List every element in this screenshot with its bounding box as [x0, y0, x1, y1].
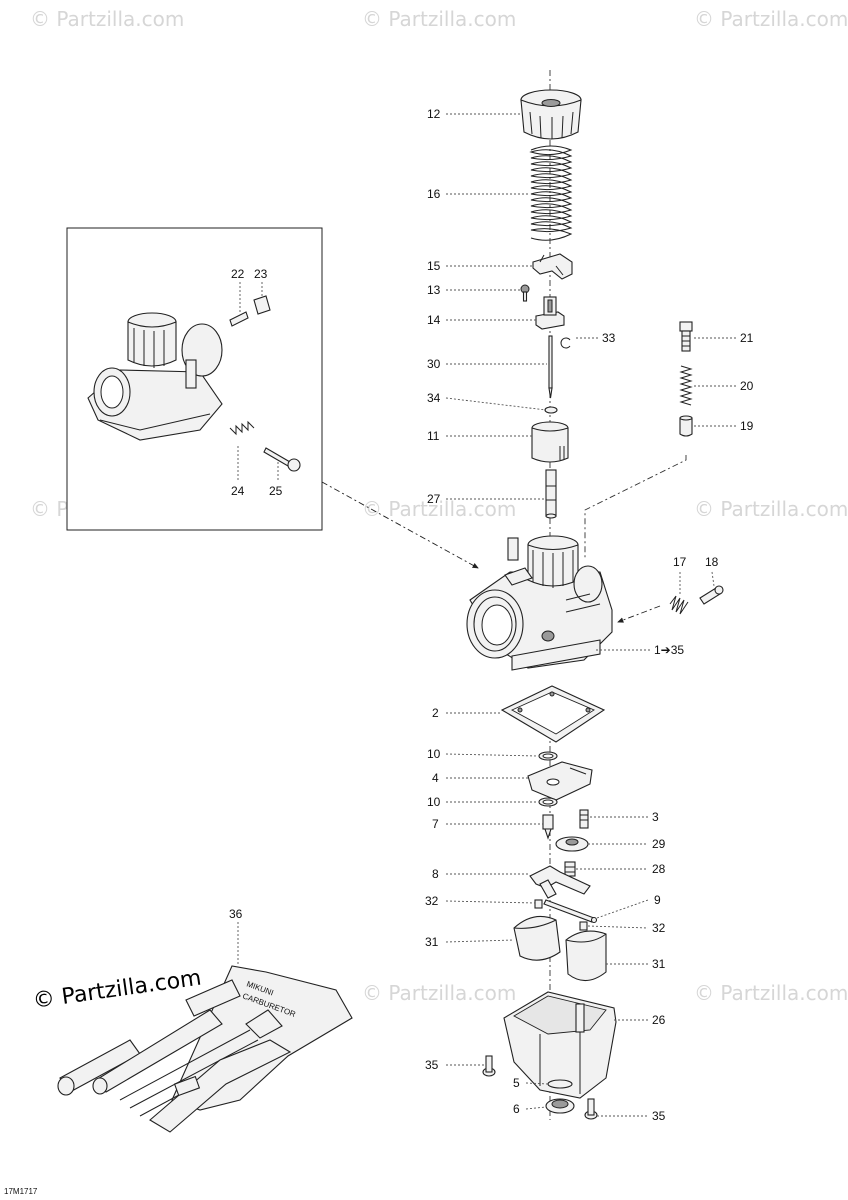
gasket-part [500, 685, 606, 743]
callout-35: 35 [652, 1109, 666, 1123]
callout-2: 2 [432, 706, 439, 720]
callout-20: 20 [740, 379, 754, 393]
plate-part [532, 253, 573, 280]
o-ring-hole [542, 753, 554, 759]
main-jet-part [564, 861, 576, 877]
spring-part [529, 145, 573, 241]
callout-25: 25 [269, 484, 283, 498]
bowl-screw-part [584, 1098, 598, 1120]
callout-15: 15 [427, 259, 441, 273]
callout-1-35: 1➔35 [654, 643, 684, 657]
screw-pointer-arrow [617, 605, 661, 623]
callout-29: 29 [652, 837, 666, 851]
watermark-text: © Partzilla.com [362, 497, 516, 521]
jet-holder-part [555, 836, 589, 852]
callout-12: 12 [427, 107, 441, 121]
pilot-spring-part [679, 365, 693, 406]
needle-jet-part [545, 469, 557, 519]
pilot-air-screw-part [679, 321, 693, 352]
callout-10: 10 [427, 747, 441, 761]
callout-10: 10 [427, 795, 441, 809]
washer-part [544, 406, 558, 414]
callout-26: 26 [652, 1013, 666, 1027]
pilot-jet-part [579, 809, 589, 829]
callout-16: 16 [427, 187, 441, 201]
float-pin-part [543, 899, 598, 924]
callout-31: 31 [652, 957, 666, 971]
callout-6: 6 [513, 1102, 520, 1116]
callout-32: 32 [425, 894, 439, 908]
needle-valve-part [542, 814, 554, 840]
top-cap-part [520, 89, 582, 140]
callout-33: 33 [602, 331, 616, 345]
callout-32: 32 [652, 921, 666, 935]
float-arm-part [529, 865, 591, 899]
callout-30: 30 [427, 357, 441, 371]
throttle-slide-part [531, 421, 569, 463]
callout-21: 21 [740, 331, 754, 345]
o-ring-hole [542, 799, 554, 805]
jet-needle-part [548, 335, 553, 399]
float-pin-cap-part [579, 921, 588, 931]
drain-plug-part [545, 1098, 575, 1114]
callout-11: 11 [427, 429, 440, 443]
callout-22: 22 [231, 267, 245, 281]
callout-9: 9 [654, 893, 661, 907]
callout-3: 3 [652, 810, 659, 824]
diagram-code: 17M1717 [4, 1187, 38, 1196]
pilot-washer-part [679, 415, 693, 437]
toolkit-watermark-text: © Partzilla.com [31, 966, 203, 1014]
inset-screw-part [229, 311, 249, 327]
clip-part [560, 337, 571, 349]
watermark-text: © Partzilla.com [694, 7, 848, 31]
callout-8: 8 [432, 867, 439, 881]
bowl-screw-part [482, 1055, 496, 1077]
float-pin-cap-part [534, 899, 543, 909]
callout-17: 17 [673, 555, 687, 569]
float-bowl-part [503, 991, 617, 1099]
callout-5: 5 [513, 1076, 520, 1090]
watermark-text: © Partzilla.com [362, 981, 516, 1005]
callout-28: 28 [652, 862, 666, 876]
toolkit-part: 36 MIKUNI CARBURETOR © Partzilla.com [31, 907, 353, 1133]
callout-27: 27 [427, 492, 441, 506]
watermark-text: © Partzilla.com [30, 7, 184, 31]
pilot-axis-line [584, 455, 687, 560]
callout-24: 24 [231, 484, 245, 498]
callout-36: 36 [229, 907, 243, 921]
leader-lines [445, 113, 736, 1117]
callout-19: 19 [740, 419, 754, 433]
watermark-text: © Partzilla.com [362, 7, 516, 31]
idle-screw-part [699, 585, 724, 605]
inset-pointer-arrow [321, 481, 479, 569]
plug-gasket-part [547, 1079, 573, 1089]
small-screw-part [520, 284, 530, 302]
callout-labels: 12 16 15 13 14 30 33 34 11 27 21 20 19 1… [425, 107, 754, 1123]
carburetor-body-part [466, 535, 613, 671]
needle-holder-part [535, 296, 565, 330]
callout-23: 23 [254, 267, 268, 281]
inset-cap-part [253, 295, 271, 315]
callout-4: 4 [432, 771, 439, 785]
watermark-text: © Partzilla.com [694, 981, 848, 1005]
baffle-plate-part [527, 761, 593, 801]
inset-bolt-part [263, 447, 301, 472]
callout-14: 14 [427, 313, 441, 327]
float-part [565, 930, 607, 982]
inset-spring-part [229, 420, 255, 436]
idle-spring-part [669, 595, 689, 615]
callout-13: 13 [427, 283, 441, 297]
callout-31: 31 [425, 935, 439, 949]
callout-18: 18 [705, 555, 719, 569]
watermark-text: © Partzilla.com [694, 497, 848, 521]
inset-carburetor-part [87, 312, 223, 441]
float-part [513, 915, 561, 961]
callout-7: 7 [432, 817, 439, 831]
inset-detail-box: 22 23 24 25 [66, 227, 323, 531]
callout-35: 35 [425, 1058, 439, 1072]
callout-34: 34 [427, 391, 441, 405]
